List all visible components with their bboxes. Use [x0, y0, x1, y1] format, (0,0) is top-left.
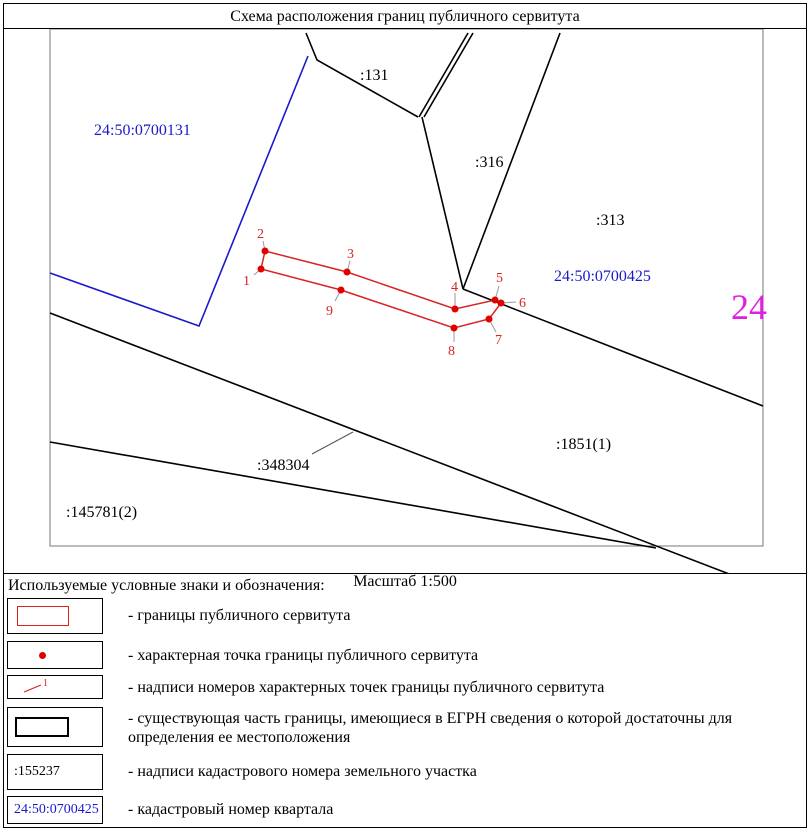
- point-label-5: 5: [496, 271, 503, 286]
- existing-boundary-sample: [15, 717, 69, 737]
- point-label-4: 4: [451, 280, 458, 295]
- point-label-8: 8: [448, 344, 455, 359]
- point-label-3: 3: [347, 247, 354, 262]
- parcel-348304-leader: [311, 431, 354, 455]
- legend-row-point: - характерная точка границы публичного с…: [4, 641, 806, 669]
- point-label-7: 7: [495, 333, 502, 348]
- point-4: [451, 305, 459, 313]
- servitude-points: [257, 247, 505, 332]
- quarter-label-0700425: 24:50:0700425: [554, 268, 651, 285]
- point-7: [485, 315, 493, 323]
- point-labels: 1 2 3 4 5 6 7 8 9: [243, 227, 526, 359]
- legend-symbol-existing-boundary: [7, 707, 103, 747]
- point-label-1: 1: [243, 274, 250, 289]
- parcel-label-131: :131: [360, 67, 388, 84]
- parcel-316-right-boundary: [462, 32, 561, 290]
- servitude-boundary-sample: [17, 606, 69, 626]
- parcel-label-313: :313: [596, 212, 624, 229]
- legend-row-servitude: - границы публичного сервитута: [4, 598, 806, 634]
- point-5: [491, 296, 499, 304]
- point-6: [497, 299, 505, 307]
- legend-text-servitude: - границы публичного сервитута: [128, 607, 351, 624]
- quarter-label-sample: 24:50:0700425: [14, 802, 99, 817]
- point-label-sample-leader: [23, 684, 42, 693]
- legend-text-parcel-label: - надписи кадастрового номера земельного…: [128, 763, 477, 780]
- map-window-border: [49, 29, 764, 547]
- scale-label: Масштаб 1:500: [353, 573, 457, 590]
- point-leaders: [253, 240, 517, 342]
- parcel-131-double-line-a: [418, 32, 469, 118]
- parcel-labels: :131 :316 :313 :348304 :1851(1) :145781(…: [66, 67, 624, 521]
- parcel-label-348304: :348304: [257, 457, 309, 474]
- diagram-title: Схема расположения границ публичного сер…: [4, 4, 806, 29]
- document-frame: Схема расположения границ публичного сер…: [3, 3, 807, 828]
- legend-symbol-quarter: 24:50:0700425: [7, 796, 103, 824]
- point-label-6: 6: [519, 296, 526, 311]
- map-canvas: 1 2 3 4 5 6 7 8 9 24:50:0700131 24:50:07…: [49, 29, 767, 574]
- legend-text-existing-boundary: - существующая часть границы, имеющиеся …: [128, 710, 733, 746]
- parcel-label-sample: :155237: [14, 764, 60, 779]
- legend-row-parcel-label: :155237 - надписи кадастрового номера зе…: [4, 754, 806, 790]
- point-sample-dot: [39, 652, 46, 659]
- legend-symbol-point: [7, 641, 103, 669]
- quarter-labels: 24:50:0700131 24:50:0700425 24: [94, 122, 767, 327]
- point-9: [337, 286, 345, 294]
- point-8: [450, 324, 458, 332]
- legend-symbol-servitude-boundary: [7, 598, 103, 634]
- legend-text-point-label: - надписи номеров характерных точек гран…: [128, 679, 605, 696]
- parcel-131-double-line-b: [423, 32, 474, 118]
- parcel-label-1851: :1851(1): [556, 436, 611, 453]
- legend-text-point: - характерная точка границы публичного с…: [128, 647, 479, 664]
- road-boundary-lower: [49, 441, 657, 549]
- legend-row-point-label: 1 - надписи номеров характерных точек гр…: [4, 675, 806, 699]
- point-2: [261, 247, 269, 255]
- point-1: [257, 265, 265, 273]
- point-label-sample-text: 1: [43, 678, 48, 689]
- road-boundary-middle: [49, 312, 732, 574]
- legend-row-quarter: 24:50:0700425 - кадастровый номер кварта…: [4, 796, 806, 824]
- parcel-131-boundary: [305, 32, 419, 118]
- legend: Используемые условные знаки и обозначени…: [4, 574, 806, 827]
- quarter-boundary: [49, 55, 309, 328]
- point-label-2: 2: [257, 227, 264, 242]
- quarter-label-partial: 24: [731, 287, 767, 327]
- point-3: [343, 268, 351, 276]
- parcel-316-left-boundary: [421, 116, 464, 290]
- road-upper-boundary: [462, 288, 764, 407]
- cadastral-boundaries: [49, 32, 764, 574]
- legend-title: Используемые условные знаки и обозначени…: [8, 577, 325, 594]
- legend-row-existing-boundary: - существующая часть границы, имеющиеся …: [4, 707, 806, 747]
- legend-symbol-point-label: 1: [7, 675, 103, 699]
- legend-text-quarter: - кадастровый номер квартала: [128, 801, 334, 818]
- point-label-9: 9: [326, 304, 333, 319]
- parcel-label-145781: :145781(2): [66, 504, 137, 521]
- parcel-label-316: :316: [475, 154, 503, 171]
- legend-symbol-parcel-label: :155237: [7, 754, 103, 790]
- map-area: 1 2 3 4 5 6 7 8 9 24:50:0700131 24:50:07…: [4, 29, 806, 590]
- quarter-label-0700131: 24:50:0700131: [94, 122, 191, 139]
- point-label-sample: 1: [23, 678, 48, 693]
